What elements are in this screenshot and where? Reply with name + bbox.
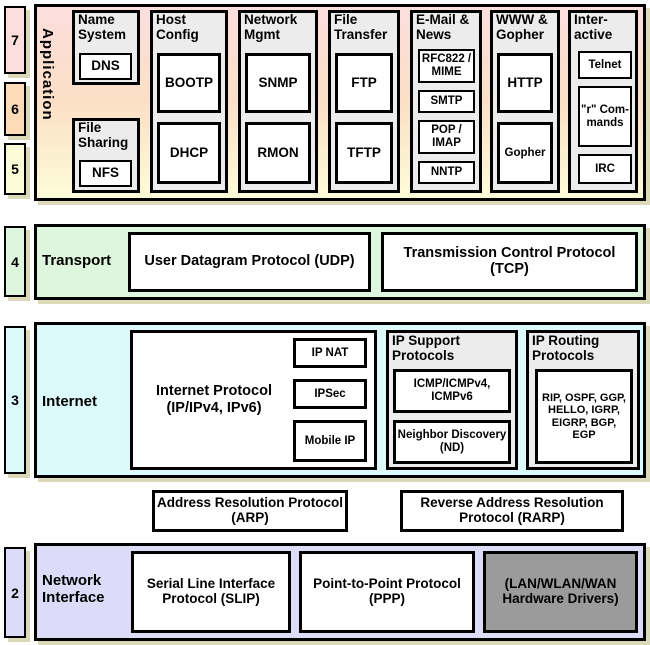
osi-layer-number-4: 4: [4, 226, 26, 297]
protocol-bootp[interactable]: BOOTP: [157, 53, 221, 113]
group-title-host-config: Host Config: [156, 12, 199, 42]
osi-layer-number-5: 5: [4, 143, 26, 195]
group-title-www-gopher: WWW & Gopher: [496, 12, 548, 42]
protocol-r-commands[interactable]: "r" Com-mands: [578, 86, 632, 147]
group-title-ip-routing-protocols: IP Routing Protocols: [532, 333, 600, 363]
protocol-ip-label: Internet Protocol (IP/IPv4, IPv6): [155, 383, 272, 416]
osi-layer-number-2: 2: [4, 547, 26, 638]
protocol-snmp[interactable]: SNMP: [245, 53, 311, 113]
group-title-file-transfer: File Transfer: [334, 12, 388, 42]
osi-layer-number-7: 7: [4, 6, 26, 74]
group-title-interactive: Inter-active: [574, 12, 613, 42]
protocol-rmon[interactable]: RMON: [245, 122, 311, 184]
protocol-dns[interactable]: DNS: [79, 53, 132, 80]
group-title-file-sharing: File Sharing: [78, 120, 129, 150]
protocol-slip[interactable]: Serial Line Interface Protocol (SLIP): [131, 551, 291, 633]
group-title-network-mgmt: Network Mgmt: [244, 12, 298, 42]
transport-layer-label: Transport: [42, 252, 112, 269]
protocol-icmp[interactable]: ICMP/ICMPv4, ICMPv6: [393, 369, 511, 413]
internet-layer-label: Internet: [42, 393, 98, 410]
protocol-mobile-ip[interactable]: Mobile IP: [293, 420, 367, 462]
protocol-telnet[interactable]: Telnet: [578, 51, 632, 79]
protocol-ftp[interactable]: FTP: [335, 53, 393, 113]
protocol-smtp[interactable]: SMTP: [418, 90, 475, 113]
osi-layer-number-3: 3: [4, 326, 26, 474]
protocol-arp[interactable]: Address Resolution Protocol (ARP): [152, 490, 348, 532]
group-title-ip-support-protocols: IP Support Protocols: [392, 333, 461, 363]
protocol-rfc822-mime[interactable]: RFC822 / MIME: [418, 49, 475, 83]
protocol-tcp[interactable]: Transmission Control Protocol (TCP): [381, 232, 638, 292]
group-title-name-system: Name System: [78, 12, 127, 42]
protocol-hardware-drivers[interactable]: (LAN/WLAN/WAN Hardware Drivers): [483, 551, 638, 633]
protocol-udp[interactable]: User Datagram Protocol (UDP): [128, 232, 371, 292]
protocol-dhcp[interactable]: DHCP: [157, 122, 221, 184]
protocol-rarp[interactable]: Reverse Address Resolution Protocol (RAR…: [400, 490, 624, 532]
protocol-tftp[interactable]: TFTP: [335, 122, 393, 184]
group-title-email-news: E-Mail & News: [416, 12, 470, 42]
protocol-ppp[interactable]: Point-to-Point Protocol (PPP): [299, 551, 475, 633]
protocol-nfs[interactable]: NFS: [79, 160, 132, 187]
protocol-ipsec[interactable]: IPSec: [293, 379, 367, 409]
application-layer-label: Application: [38, 28, 56, 121]
protocol-neighbor-discovery[interactable]: Neighbor Discovery (ND): [393, 420, 511, 464]
protocol-http[interactable]: HTTP: [497, 53, 553, 113]
protocol-pop-imap[interactable]: POP / IMAP: [418, 120, 475, 154]
protocol-routing-list[interactable]: RIP, OSPF, GGP, HELLO, IGRP, EIGRP, BGP,…: [535, 369, 633, 464]
protocol-nntp[interactable]: NNTP: [418, 161, 475, 184]
network-interface-layer-label: Network Interface: [42, 572, 105, 606]
protocol-gopher[interactable]: Gopher: [497, 122, 553, 184]
protocol-ip-nat[interactable]: IP NAT: [293, 338, 367, 368]
protocol-irc[interactable]: IRC: [578, 154, 632, 184]
osi-layer-number-6: 6: [4, 82, 26, 136]
